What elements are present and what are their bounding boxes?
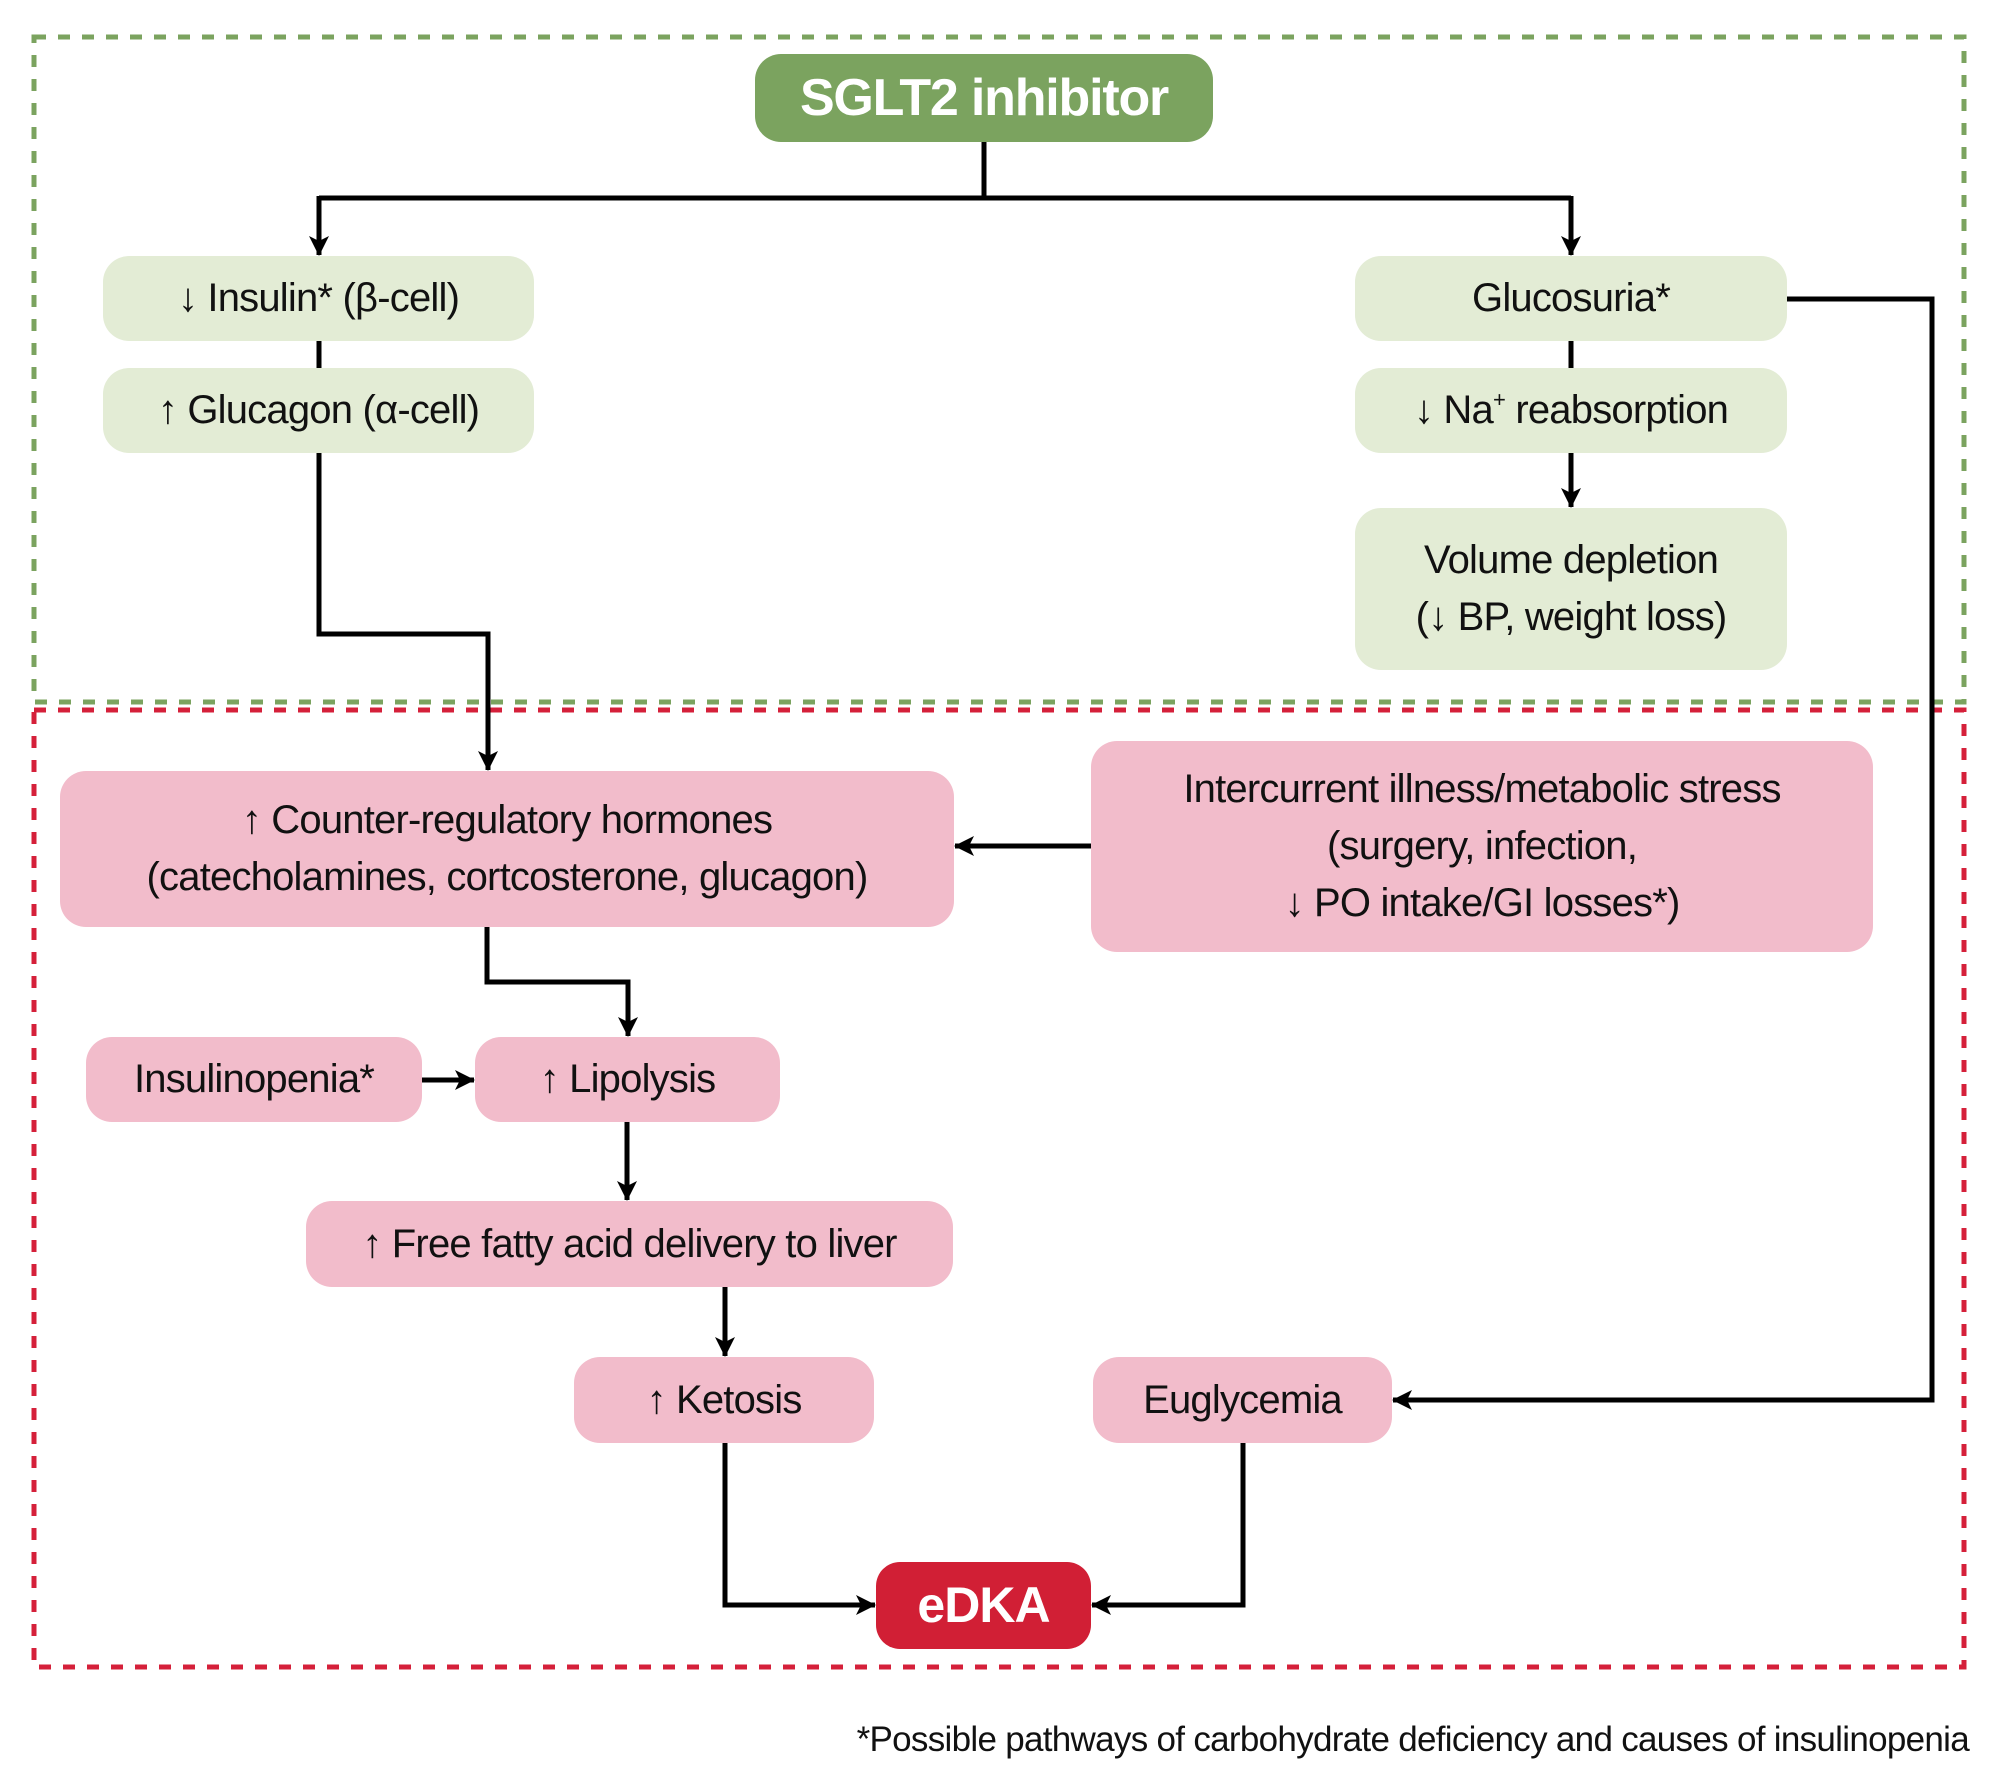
node-increased-ketosis: ↑ Ketosis [574, 1357, 874, 1443]
node-label: eDKA [917, 1577, 1050, 1633]
arrow-ketosis-to-edka [722, 1443, 876, 1615]
node-text: Insulin* (β-cell) [207, 276, 460, 320]
node-volume-depletion: Volume depletion (↓ BP, weight loss) [1355, 508, 1787, 670]
node-label-line2: (↓ BP, weight loss) [1415, 595, 1728, 639]
footnote: *Possible pathways of carbohydrate defic… [856, 1720, 1970, 1759]
node-increased-lipolysis: ↑ Lipolysis [475, 1037, 780, 1122]
node-text: reabsorption [1515, 388, 1729, 432]
node-label: Glucosuria* [1472, 276, 1671, 320]
node-free-fatty-acid-delivery: ↑ Free fatty acid delivery to liver [306, 1201, 953, 1287]
node-edka: eDKA [876, 1562, 1091, 1649]
ion-symbol: Na [1443, 388, 1493, 432]
ion-charge: + [1492, 387, 1506, 412]
node-insulinopenia: Insulinopenia* [86, 1037, 422, 1122]
down-arrow-icon: ↓ [177, 276, 198, 320]
dka-pathway-frame [31, 707, 1967, 1670]
node-label: SGLT2 inhibitor [799, 68, 1169, 127]
node-intercurrent-illness: Intercurrent illness/metabolic stress (s… [1091, 741, 1873, 952]
arrow-counter-regulatory-to-lipolysis [484, 927, 638, 1037]
node-label: Euglycemia [1143, 1377, 1343, 1422]
node-label: ↓ Na+ reabsorption [1413, 382, 1729, 439]
node-label: ↑ Glucagon (α-cell) [157, 382, 480, 439]
down-arrow-icon: ↓ [1413, 388, 1434, 432]
node-label-line3: ↓ PO intake/GI losses*) [1284, 881, 1680, 925]
node-label: ↑ Free fatty acid delivery to liver [362, 1221, 897, 1266]
node-label: ↑ Lipolysis [539, 1057, 717, 1101]
node-label-line1: Intercurrent illness/metabolic stress [1183, 767, 1781, 811]
node-increased-glucagon: ↑ Glucagon (α-cell) [103, 368, 534, 453]
arrow-glucagon-to-counter-regulatory [316, 453, 498, 771]
node-glucosuria: Glucosuria* [1355, 256, 1787, 341]
arrow-glucosuria-to-euglycemia [1392, 296, 1935, 1410]
arrow-euglycemia-to-edka [1091, 1443, 1246, 1615]
node-label-line1: Volume depletion [1423, 538, 1719, 582]
node-sglt2-inhibitor: SGLT2 inhibitor [755, 54, 1213, 142]
node-decreased-na-reabsorption: ↓ Na+ reabsorption [1355, 368, 1787, 453]
renal-effects-frame [31, 34, 1967, 705]
node-label-line2: (catecholamines, cortcosterone, glucagon… [146, 855, 869, 899]
node-label: Insulinopenia* [133, 1057, 375, 1101]
up-arrow-icon: ↑ [157, 388, 178, 432]
node-label-line1: ↑ Counter-regulatory hormones [241, 798, 773, 842]
node-counter-regulatory-hormones: ↑ Counter-regulatory hormones (catechola… [60, 771, 954, 927]
node-euglycemia: Euglycemia [1093, 1357, 1392, 1443]
node-label: ↑ Ketosis [646, 1377, 802, 1422]
node-text: Glucagon (α-cell) [187, 388, 480, 432]
node-label-line2: (surgery, infection, [1326, 824, 1638, 868]
node-label: ↓ Insulin* (β-cell) [177, 270, 460, 327]
node-decreased-insulin: ↓ Insulin* (β-cell) [103, 256, 534, 341]
